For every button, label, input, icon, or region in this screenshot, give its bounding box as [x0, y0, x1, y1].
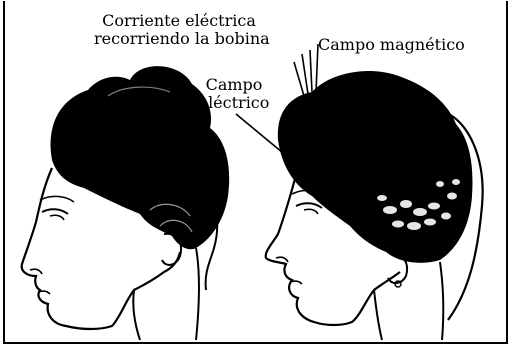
right-head-illustration [266, 71, 483, 340]
current-label: Corriente eléctrica recorriendo la bobin… [94, 12, 264, 48]
current-label-line2: recorriendo la bobina [94, 30, 264, 48]
current-label-line1: Corriente eléctrica [94, 12, 264, 30]
electric-field-label: Campo eléctrico [196, 76, 272, 112]
magnetic-field-label: Campo magnético [318, 36, 465, 54]
electric-field-label-line1: Campo [196, 76, 272, 94]
right-head-hair [278, 71, 473, 263]
magnetic-field-lines [294, 44, 318, 96]
electric-field-label-line2: eléctrico [196, 94, 272, 112]
